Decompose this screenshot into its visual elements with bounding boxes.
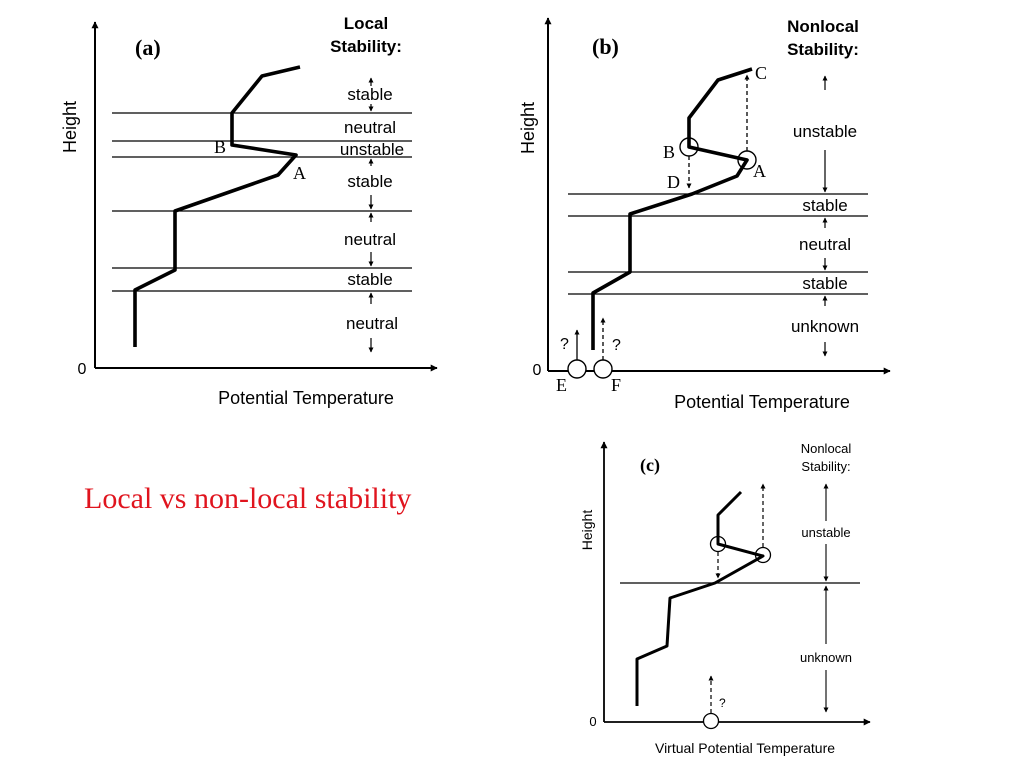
layer-label: unstable bbox=[340, 140, 404, 159]
layer-label: stable bbox=[347, 85, 392, 104]
potential-temperature-profile bbox=[133, 65, 301, 347]
layer-boundaries bbox=[112, 112, 412, 292]
question-mark: ? bbox=[560, 336, 569, 353]
panel-a: (a) Local Stability: Height Potential Te… bbox=[60, 14, 438, 408]
stability-header-line-1: Nonlocal bbox=[787, 17, 859, 36]
slide-caption: Local vs non-local stability bbox=[84, 482, 412, 515]
stability-header-line-2: Stability: bbox=[801, 459, 850, 474]
stability-header-line-2: Stability: bbox=[330, 37, 402, 56]
parcel-paths bbox=[708, 483, 766, 713]
layer-label: stable bbox=[802, 196, 847, 215]
panel-c: (c) Nonlocal Stability: Height Virtual P… bbox=[579, 441, 871, 756]
parcel-circle-e bbox=[567, 359, 587, 379]
layer-label: neutral bbox=[346, 314, 398, 333]
height-label: Height bbox=[518, 102, 538, 154]
layer-label: stable bbox=[347, 270, 392, 289]
point-label-b: B bbox=[663, 142, 675, 162]
stability-header-line-1: Nonlocal bbox=[801, 441, 852, 456]
point-label-a: A bbox=[293, 163, 306, 183]
x-axis-label: Potential Temperature bbox=[674, 392, 850, 412]
height-label: Height bbox=[60, 101, 80, 153]
x-axis-label: Virtual Potential Temperature bbox=[655, 740, 835, 756]
panel-label: (b) bbox=[592, 34, 619, 59]
panel-label: (a) bbox=[135, 35, 161, 60]
panel-label: (c) bbox=[640, 455, 660, 476]
point-label-b: B bbox=[214, 137, 226, 157]
layer-label: unknown bbox=[791, 317, 859, 336]
layer-label: unstable bbox=[801, 525, 850, 540]
parcel-paths bbox=[574, 74, 750, 360]
stability-header-line-2: Stability: bbox=[787, 40, 859, 59]
layer-label: stable bbox=[802, 274, 847, 293]
layer-label: neutral bbox=[344, 230, 396, 249]
layer-label: neutral bbox=[344, 118, 396, 137]
layer-label: stable bbox=[347, 172, 392, 191]
surface-parcel-circle bbox=[702, 712, 720, 730]
parcel-circle bbox=[754, 546, 772, 564]
parcel-circle bbox=[709, 535, 727, 553]
virtual-potential-temperature-profile bbox=[635, 490, 765, 706]
panel-b: (b) Nonlocal Stability: Height Potential… bbox=[518, 17, 891, 412]
layer-boundaries bbox=[568, 193, 868, 295]
x-axis-label: Potential Temperature bbox=[218, 388, 394, 408]
question-mark: ? bbox=[719, 696, 726, 710]
point-label-c: C bbox=[755, 63, 767, 83]
origin-label: 0 bbox=[589, 714, 596, 729]
origin-label: 0 bbox=[533, 362, 542, 379]
point-label-a: A bbox=[753, 161, 766, 181]
parcel-circle-f bbox=[593, 359, 613, 379]
stability-header-line-1: Local bbox=[344, 14, 388, 33]
point-label-d: D bbox=[667, 172, 680, 192]
point-label-e: E bbox=[556, 375, 567, 395]
potential-temperature-profile bbox=[591, 67, 753, 350]
question-mark: ? bbox=[612, 337, 621, 354]
layer-label: unstable bbox=[793, 122, 857, 141]
layer-label: neutral bbox=[799, 235, 851, 254]
origin-label: 0 bbox=[78, 361, 87, 378]
point-label-f: F bbox=[611, 375, 621, 395]
layer-label: unknown bbox=[800, 650, 852, 665]
height-label: Height bbox=[579, 510, 595, 551]
